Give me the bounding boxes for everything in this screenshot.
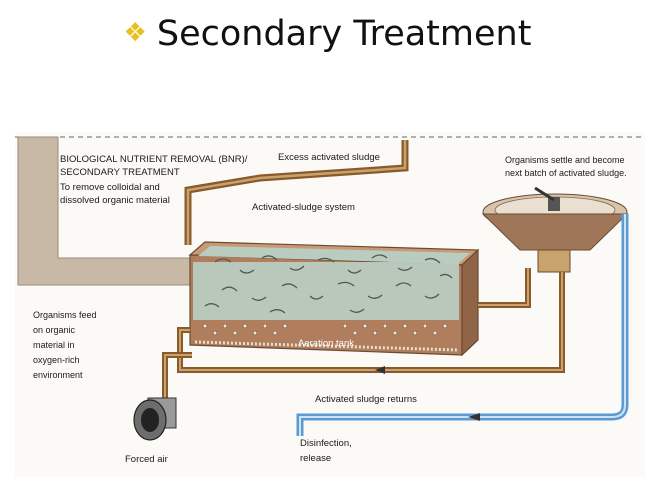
settle-line-2: next batch of activated sludge. — [505, 168, 627, 178]
header-line-2: SECONDARY TREATMENT — [60, 167, 180, 178]
organisms — [204, 254, 453, 314]
system-label: Activated-sludge system — [252, 202, 355, 213]
feed-line-5: environment — [33, 370, 83, 380]
header-line-3: To remove colloidal and — [60, 182, 160, 193]
aeration-tank-label: Aeration tank — [298, 338, 354, 349]
disinfection-arrow-icon — [468, 413, 480, 421]
feed-line-2: on organic — [33, 325, 76, 335]
effluent-pipe-highlight — [478, 268, 529, 306]
return-arrow-icon — [375, 366, 385, 374]
clarifier-sump — [537, 249, 571, 273]
header-labels: BIOLOGICAL NUTRIENT REMOVAL (BNR)/ SECON… — [60, 154, 248, 206]
feed-line-3: material in — [33, 340, 75, 350]
settle-line-1: Organisms settle and become — [505, 155, 625, 165]
disinfection-labels: Disinfection, release — [300, 438, 352, 464]
disinfection-line-2: release — [300, 453, 331, 464]
slide-title: ❖ Secondary Treatment — [0, 14, 655, 54]
blower-icon — [133, 397, 177, 441]
return-sludge-pipe-highlight — [179, 272, 563, 371]
settle-labels: Organisms settle and become next batch o… — [505, 155, 627, 178]
four-diamond-bullet-icon: ❖ — [123, 18, 147, 48]
clarifier-arm — [534, 186, 555, 202]
tank-water-surface — [198, 246, 470, 264]
excess-sludge-pipe-highlight — [186, 140, 407, 245]
slide-title-text: Secondary Treatment — [156, 14, 532, 54]
disinfection-line-1: Disinfection, — [300, 438, 352, 449]
tank-side — [461, 248, 479, 357]
sludge-returns-label: Activated sludge returns — [315, 394, 417, 405]
clarifier-drive — [548, 197, 560, 211]
feed-line-4: oxygen-rich — [33, 355, 80, 365]
excess-sludge-label: Excess activated sludge — [278, 152, 380, 163]
forced-air-pipe-highlight — [164, 354, 192, 400]
header-line-4: dissolved organic material — [60, 195, 170, 206]
feed-line-1: Organisms feed — [33, 310, 97, 320]
air-bubbles — [202, 323, 448, 336]
header-line-1: BIOLOGICAL NUTRIENT REMOVAL (BNR)/ — [60, 154, 248, 165]
disinfection-pipe-highlight — [299, 214, 626, 436]
tank-water — [193, 262, 459, 320]
feed-labels: Organisms feed on organic material in ox… — [33, 310, 97, 380]
forced-air-label: Forced air — [125, 454, 168, 465]
clarifier-cone — [481, 213, 629, 251]
